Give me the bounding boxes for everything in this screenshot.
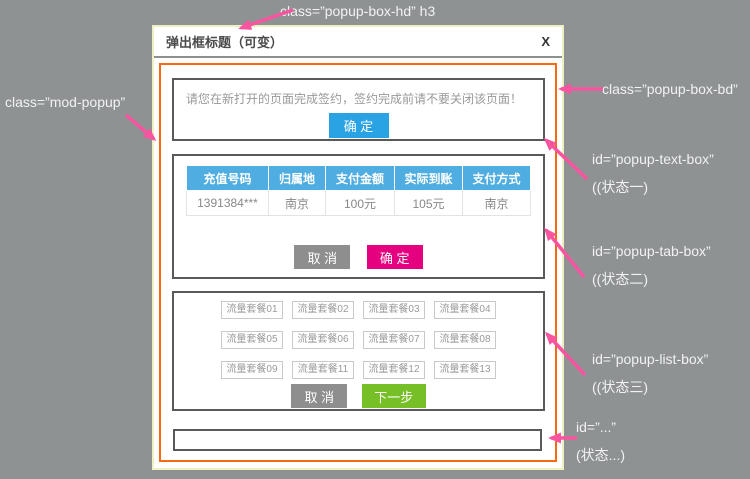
mod-popup: 弹出框标题（可变） X 请您在新打开的页面完成签约，签约完成前请不要关闭该页面！… [152,25,564,470]
package-button[interactable]: 流量套餐11 [292,361,354,379]
package-button[interactable]: 流量套餐02 [292,301,354,319]
annotation-label: class=”popup-box-bd” [602,81,738,97]
package-button[interactable]: 流量套餐12 [363,361,425,379]
table-header: 归属地 [268,165,326,191]
annotation-label: id=”popup-tab-box” [592,243,711,259]
package-row: 流量套餐09 流量套餐11 流量套餐12 流量套餐13 [174,361,543,379]
annotation-popup-list-box: id=”popup-list-box” ((状态三) [592,351,708,397]
package-row: 流量套餐05 流量套餐06 流量套餐07 流量套餐08 [174,331,543,349]
annotation-popup-box-bd: class=”popup-box-bd” [602,81,738,97]
table-header: 实际到账 [394,165,463,191]
close-icon[interactable]: X [541,34,550,49]
confirm-button[interactable]: 确 定 [366,245,423,269]
package-button[interactable]: 流量套餐13 [434,361,496,379]
package-button[interactable]: 流量套餐09 [221,361,283,379]
popup-list-box: 流量套餐01 流量套餐02 流量套餐03 流量套餐04 流量套餐05 流量套餐0… [172,291,545,411]
list-actions: 取 消 下一步 [174,384,543,408]
next-step-button[interactable]: 下一步 [361,384,426,408]
popup-text-box: 请您在新打开的页面完成签约，签约完成前请不要关闭该页面！ 确 定 [172,78,545,141]
annotation-popup-etc-box: id=”...” (状态...) [576,419,625,465]
table-row: 1391384*** 南京 100元 105元 南京 [186,190,531,216]
package-button[interactable]: 流量套餐07 [363,331,425,349]
confirm-button[interactable]: 确 定 [328,113,389,138]
cancel-button[interactable]: 取 消 [291,384,348,408]
table-cell: 105元 [394,190,463,216]
annotation-label: id=”popup-text-box” [592,151,714,167]
payment-table: 充值号码 归属地 支付金额 实际到账 支付方式 1391384*** 南京 10… [186,165,531,216]
popup-etc-box [173,429,542,451]
annotation-state: ((状态三) [592,379,648,395]
table-header: 支付方式 [462,165,531,191]
annotation-label: id=”...” [576,419,617,435]
package-button[interactable]: 流量套餐01 [221,301,283,319]
annotation-label: class=”mod-popup” [5,94,126,110]
popup-tab-box: 充值号码 归属地 支付金额 实际到账 支付方式 1391384*** 南京 10… [172,154,545,279]
package-button[interactable]: 流量套餐08 [434,331,496,349]
popup-box-hd: 弹出框标题（可变） X [154,27,562,58]
package-button[interactable]: 流量套餐04 [434,301,496,319]
table-cell: 100元 [325,190,395,216]
annotation-popup-text-box: id=”popup-text-box” ((状态一) [592,151,714,197]
table-header: 充值号码 [186,165,269,191]
sign-message: 请您在新打开的页面完成签约，签约完成前请不要关闭该页面！ [186,92,523,106]
arrow-to-mod-popup [124,113,157,141]
package-button[interactable]: 流量套餐05 [221,331,283,349]
table-cell: 南京 [462,190,531,216]
cancel-button[interactable]: 取 消 [294,245,351,269]
tab-actions: 取 消 确 定 [174,245,543,269]
package-row: 流量套餐01 流量套餐02 流量套餐03 流量套餐04 [174,301,543,319]
popup-title: 弹出框标题（可变） [166,35,284,50]
annotation-popup-tab-box: id=”popup-tab-box” ((状态二) [592,243,711,289]
package-button[interactable]: 流量套餐03 [363,301,425,319]
annotation-label: class=”popup-box-hd” h3 [280,3,436,19]
package-button[interactable]: 流量套餐06 [292,331,354,349]
table-header-row: 充值号码 归属地 支付金额 实际到账 支付方式 [186,165,531,191]
annotation-label: id=”popup-list-box” [592,351,709,367]
annotation-state: (状态...) [576,447,625,463]
table-header: 支付金额 [325,165,395,191]
popup-box-bd: 请您在新打开的页面完成签约，签约完成前请不要关闭该页面！ 确 定 充值号码 归属… [159,63,557,462]
table-cell: 1391384*** [186,190,269,216]
annotation-popup-box-hd: class=”popup-box-hd” h3 [280,3,435,19]
table-cell: 南京 [268,190,326,216]
annotation-state: ((状态一) [592,179,648,195]
annotation-state: ((状态二) [592,271,648,287]
annotation-mod-popup: class=”mod-popup” [5,94,125,110]
